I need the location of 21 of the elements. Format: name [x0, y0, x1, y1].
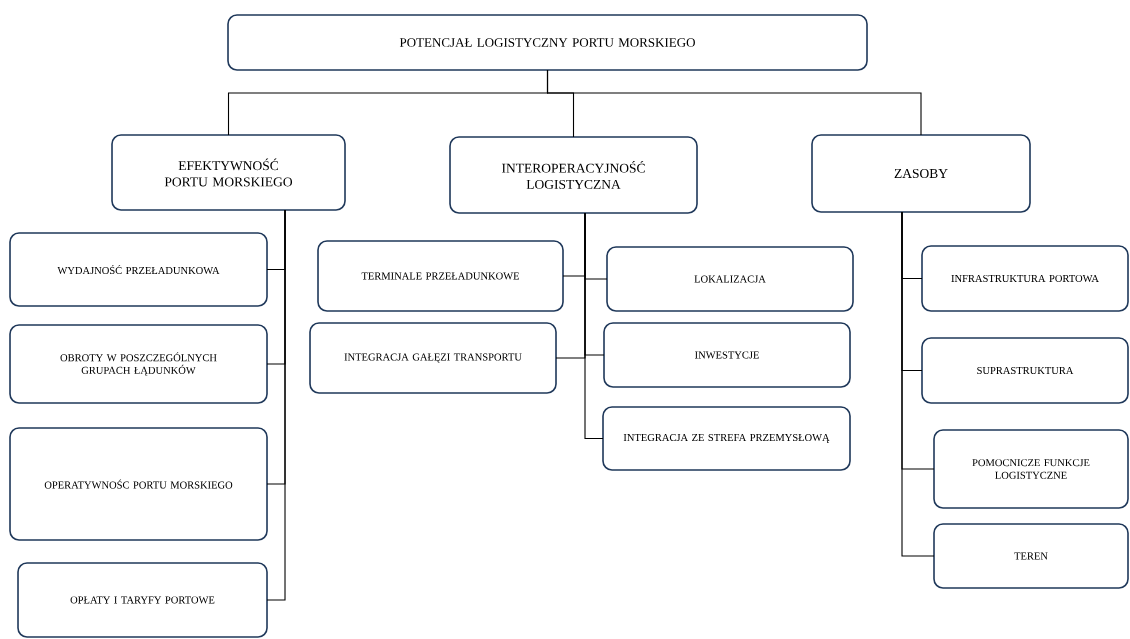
subcategory-box: POMOCNICZE FUNKCJE LOGISTYCZNE [933, 429, 1129, 509]
subcategory-box: TEREN [933, 523, 1129, 589]
subcategory-box: OPERATYWNOŚC PORTU MORSKIEGO [9, 427, 268, 541]
subcategory-box: WYDAJNOŚĆ PRZEŁADUNKOWA [9, 232, 268, 307]
connector-line [266, 209, 286, 601]
subcategory-box: LOKALIZACJA [606, 246, 854, 312]
category-box: EFEKTYWNOŚĆ PORTU MORSKIEGO [111, 134, 346, 211]
category-box: INTEROPERACYJNOŚĆ LOGISTYCZNA [449, 136, 698, 214]
category-box: ZASOBY [811, 134, 1031, 213]
subcategory-box: INTEGRACJA GAŁĘZI TRANSPORTU [309, 322, 557, 394]
subcategory-box: OPŁATY I TARYFY PORTOWE [17, 562, 268, 638]
subcategory-box: OBROTY W POSZCZEGÓLNYCH GRUPACH ŁĄDUNKÓW [9, 324, 268, 404]
subcategory-box: INTEGRACJA ZE STREFA PRZEMYSŁOWĄ [602, 406, 851, 471]
subcategory-box: INWESTYCJE [603, 322, 851, 388]
subcategory-box: TERMINALE PRZEŁADUNKOWE [317, 240, 564, 312]
subcategory-box: INFRASTRUKTURA PORTOWA [921, 245, 1129, 312]
connector-line [546, 69, 922, 136]
root-box: POTENCJAŁ LOGISTYCZNY PORTU MORSKIEGO [227, 14, 868, 71]
subcategory-box: SUPRASTRUKTURA [921, 337, 1129, 404]
connector-line [584, 212, 604, 440]
connector-line [901, 211, 935, 557]
